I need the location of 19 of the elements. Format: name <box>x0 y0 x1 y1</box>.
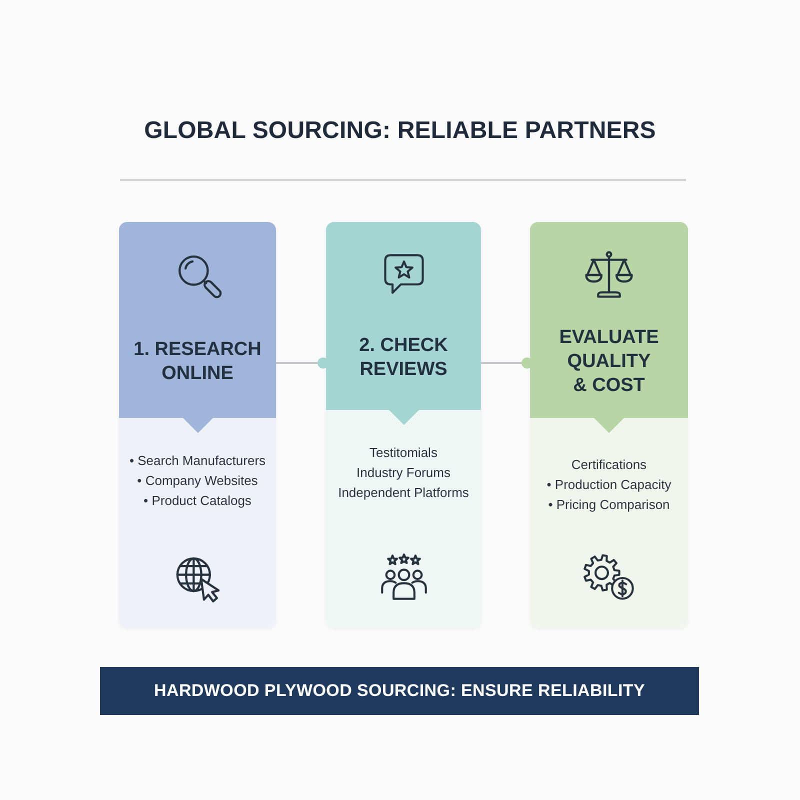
title: GLOBAL SOURCING: RELIABLE PARTNERS <box>144 117 656 145</box>
footer-banner: HARDWOOD PLYWOOD SOURCING: ENSURE RELIABILITY <box>100 667 699 715</box>
step-card <box>530 222 688 628</box>
step-heading: EVALUATE QUALITY & COST <box>559 326 659 398</box>
list-item: • Search Manufacturers <box>129 452 266 470</box>
list-item: • Pricing Comparison <box>548 496 670 514</box>
list-item: Industry Forums <box>356 464 450 482</box>
connector-line <box>481 358 532 368</box>
step-card <box>326 222 481 628</box>
list-item: Testitomials <box>370 444 438 462</box>
list-item: Independent Platforms <box>338 484 469 502</box>
list-item: • Product Catalogs <box>144 492 252 510</box>
list-item: • Production Capacity <box>546 476 672 494</box>
connector-line <box>276 358 328 368</box>
step-card <box>119 222 276 628</box>
step-heading: 2. CHECK REVIEWS <box>358 334 449 382</box>
list-item: Certifications <box>571 456 647 474</box>
step-heading: 1. RESEARCH ONLINE <box>132 338 262 386</box>
list-item: • Company Websites <box>137 472 258 490</box>
